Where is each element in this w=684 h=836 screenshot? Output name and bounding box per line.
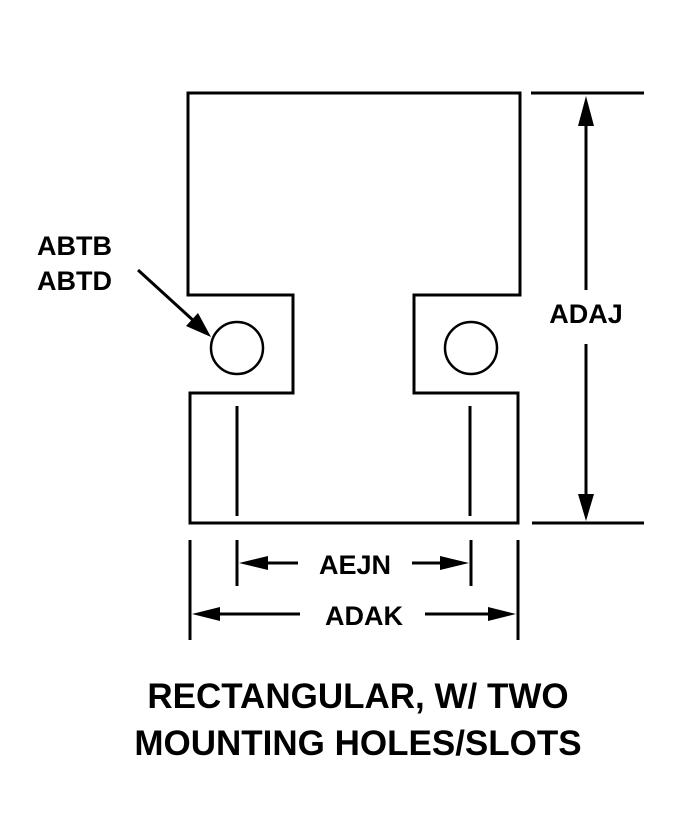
- width-label: ADAK: [325, 601, 403, 631]
- caption-line-1: RECTANGULAR, W/ TWO: [147, 677, 568, 716]
- arrow-right-icon: [488, 607, 516, 621]
- mounting-hole-left: [209, 320, 265, 376]
- part-outline: [186, 91, 522, 525]
- caption-line-2: MOUNTING HOLES/SLOTS: [134, 724, 581, 763]
- arrow-down-icon: [578, 494, 594, 521]
- hole-label-abtd: ABTD: [37, 266, 112, 296]
- mounting-hole-right: [443, 320, 499, 376]
- hole-spacing-label: AEJN: [319, 550, 391, 580]
- leader-arrow-icon: [186, 313, 211, 337]
- arrow-up-icon: [578, 96, 594, 126]
- arrow-right-icon: [440, 556, 469, 570]
- arrow-left-icon: [239, 556, 268, 570]
- hole-label-abtb: ABTB: [37, 231, 112, 261]
- hole-leader-line: [136, 268, 197, 324]
- arrow-left-icon: [192, 607, 220, 621]
- height-label: ADAJ: [549, 299, 623, 329]
